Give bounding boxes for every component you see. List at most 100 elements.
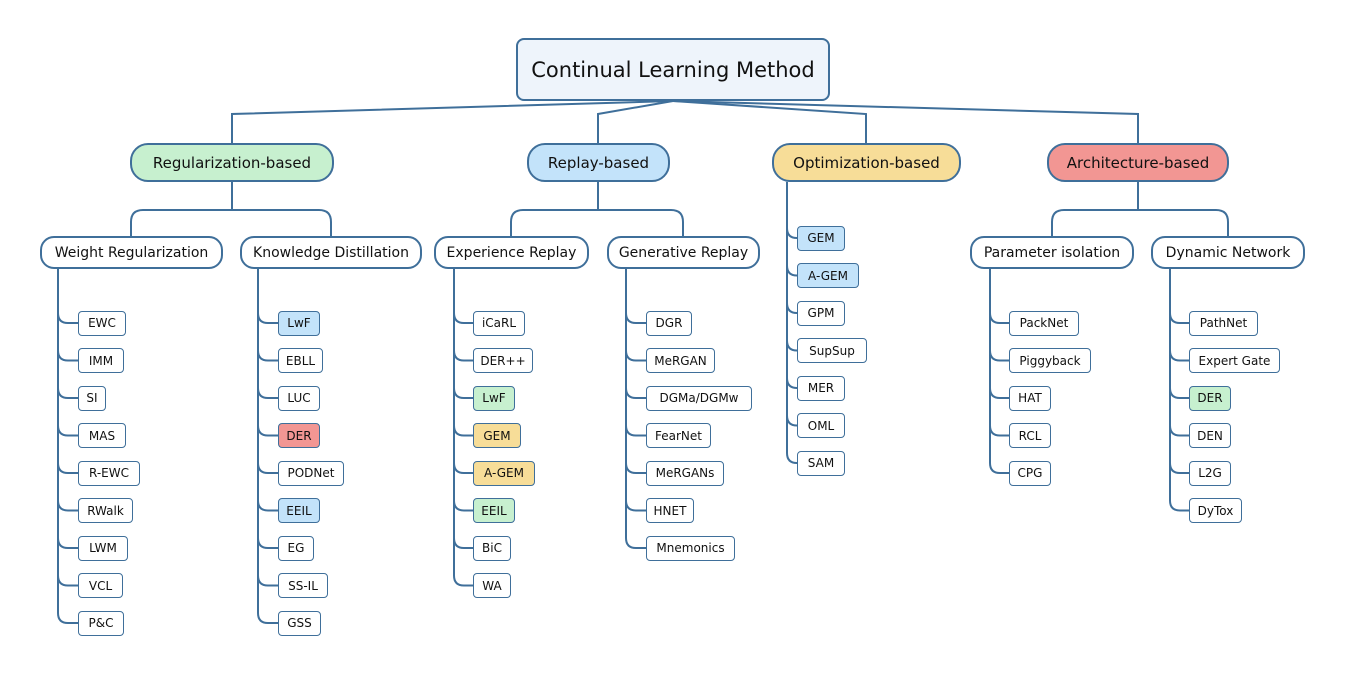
leaf-weight-regularization-vcl: VCL xyxy=(78,573,123,598)
connector-line xyxy=(989,387,1009,399)
connector-line xyxy=(625,269,646,549)
connector-line xyxy=(989,425,1009,437)
connector-line xyxy=(57,350,78,362)
leaf-optimization-supsup: SupSup xyxy=(797,338,867,363)
connector-line xyxy=(57,312,78,324)
leaf-dynamic-network-expert-gate: Expert Gate xyxy=(1189,348,1280,373)
leaf-optimization-gpm: GPM xyxy=(797,300,845,326)
leaf-experience-replay-bic: BiC xyxy=(473,535,511,561)
leaf-generative-replay-dgma-dgmw: DGMa/DGMw xyxy=(646,385,752,411)
connector-line xyxy=(57,500,78,512)
leaf-weight-regularization-imm: IMM xyxy=(78,348,124,373)
connector-line xyxy=(453,425,473,437)
leaf-optimization-gem: GEM xyxy=(797,225,845,251)
leaf-generative-replay-mnemonics: Mnemonics xyxy=(646,535,735,561)
leaf-knowledge-distillation-lwf: LwF xyxy=(278,310,320,336)
leaf-knowledge-distillation-ss-il: SS-IL xyxy=(278,573,328,598)
leaf-experience-replay-gem: GEM xyxy=(473,423,521,448)
connector-line xyxy=(510,209,684,236)
connector-line xyxy=(786,265,798,277)
leaf-generative-replay-hnet: HNET xyxy=(646,498,694,523)
connector-line xyxy=(57,537,78,549)
connector-line xyxy=(597,100,674,143)
leaf-weight-regularization-lwm: LWM xyxy=(78,535,128,561)
connector-line xyxy=(453,269,473,587)
connector-line xyxy=(1169,425,1189,437)
connector-line xyxy=(786,415,798,427)
leaf-optimization-sam: SAM xyxy=(797,450,845,476)
leaf-knowledge-distillation-der: DER xyxy=(278,423,320,448)
connector-line xyxy=(57,425,78,437)
leaf-experience-replay-wa: WA xyxy=(473,573,511,598)
connector-line xyxy=(57,575,78,587)
leaf-parameter-isolation-piggyback: Piggyback xyxy=(1009,348,1091,373)
leaf-optimization-a-gem: A-GEM xyxy=(797,263,859,288)
connector-line xyxy=(453,462,473,474)
leaf-knowledge-distillation-ebll: EBLL xyxy=(278,348,323,373)
connector-line xyxy=(257,500,278,512)
leaf-knowledge-distillation-eeil: EEIL xyxy=(278,498,320,523)
leaf-weight-regularization-r-ewc: R-EWC xyxy=(78,460,140,486)
leaf-dynamic-network-l2g: L2G xyxy=(1189,460,1231,486)
leaf-weight-regularization-mas: MAS xyxy=(78,423,126,448)
connector-line xyxy=(1169,387,1189,399)
connector-line xyxy=(257,425,278,437)
connector-line xyxy=(786,377,798,389)
group-generative-replay: Generative Replay xyxy=(607,236,760,269)
connector-line xyxy=(453,312,473,324)
connector-line xyxy=(989,350,1009,362)
connector-line xyxy=(57,462,78,474)
leaf-parameter-isolation-packnet: PackNet xyxy=(1009,310,1079,336)
category-architecture-based: Architecture-based xyxy=(1047,143,1229,182)
leaf-optimization-mer: MER xyxy=(797,375,845,401)
group-dynamic-network: Dynamic Network xyxy=(1151,236,1305,269)
connector-line xyxy=(453,500,473,512)
leaf-parameter-isolation-hat: HAT xyxy=(1009,385,1051,411)
connector-line xyxy=(257,462,278,474)
connector-line xyxy=(672,100,1139,143)
connector-line xyxy=(786,227,798,239)
connector-line xyxy=(625,500,646,512)
connector-line xyxy=(786,302,798,314)
connector-line xyxy=(625,312,646,324)
connector-line xyxy=(786,182,798,464)
leaf-parameter-isolation-rcl: RCL xyxy=(1009,423,1051,448)
leaf-generative-replay-mergans: MeRGANs xyxy=(646,460,724,486)
connector-line xyxy=(257,350,278,362)
connector-line xyxy=(231,100,674,143)
group-weight-regularization: Weight Regularization xyxy=(40,236,223,269)
leaf-knowledge-distillation-eg: EG xyxy=(278,535,314,561)
connector-line xyxy=(257,269,278,624)
leaf-knowledge-distillation-luc: LUC xyxy=(278,385,320,411)
leaf-dynamic-network-der: DER xyxy=(1189,385,1231,411)
connector-line xyxy=(625,350,646,362)
leaf-experience-replay-eeil: EEIL xyxy=(473,498,515,523)
connector-line xyxy=(989,269,1009,474)
group-parameter-isolation: Parameter isolation xyxy=(970,236,1134,269)
connector-line xyxy=(453,350,473,362)
connector-line xyxy=(57,387,78,399)
leaf-knowledge-distillation-podnet: PODNet xyxy=(278,460,344,486)
connector-line xyxy=(130,209,332,236)
leaf-experience-replay-derplusplus: DER++ xyxy=(473,348,533,373)
group-knowledge-distillation: Knowledge Distillation xyxy=(240,236,422,269)
leaf-weight-regularization-ewc: EWC xyxy=(78,310,126,336)
connector-line xyxy=(1169,462,1189,474)
connector-line xyxy=(453,387,473,399)
leaf-optimization-oml: OML xyxy=(797,413,845,438)
leaf-knowledge-distillation-gss: GSS xyxy=(278,610,321,636)
leaf-generative-replay-dgr: DGR xyxy=(646,310,692,336)
connector-line xyxy=(1169,350,1189,362)
category-replay-based: Replay-based xyxy=(527,143,670,182)
leaf-weight-regularization-si: SI xyxy=(78,385,106,411)
leaf-parameter-isolation-cpg: CPG xyxy=(1009,460,1051,486)
connector-line xyxy=(786,340,798,352)
leaf-dynamic-network-dytox: DyTox xyxy=(1189,498,1242,523)
leaf-weight-regularization-rwalk: RWalk xyxy=(78,498,133,523)
connector-line xyxy=(257,312,278,324)
connector-line xyxy=(672,100,867,143)
connector-line xyxy=(625,425,646,437)
connector-line xyxy=(257,537,278,549)
